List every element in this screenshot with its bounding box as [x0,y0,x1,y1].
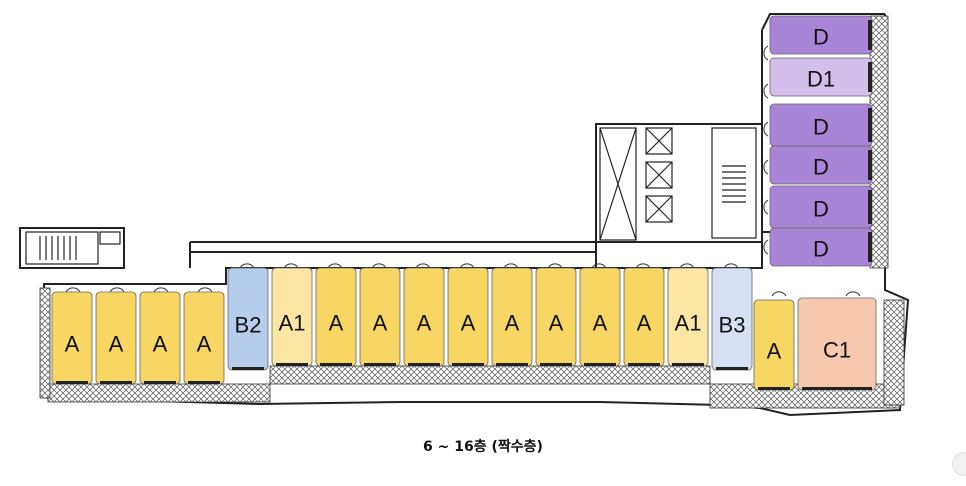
elevator-shaft-1 [599,127,637,241]
door-swings [65,45,861,297]
unit-label: A [109,332,124,357]
facade-south-1 [47,383,271,403]
unit-window-bar [100,381,132,384]
unit-label: A1 [675,311,702,336]
unit-window-bar [452,363,484,366]
unit-label: A [329,311,344,336]
unit-label: D [813,115,829,140]
unit-c1-17: C1 [797,297,877,391]
unit-window-bar [868,108,872,142]
unit-window-bar [802,387,872,390]
stair-treads [722,165,746,203]
unit-a-3: A [183,291,225,385]
unit-label: A [373,311,388,336]
left-utility-box [99,231,121,245]
elevator-2-cross [645,161,673,189]
unit-a-12: A [579,267,621,367]
unit-window-bar [408,363,440,366]
elevator-1-cross [645,127,673,155]
corridor-outline [189,241,597,268]
facade-east-tower [869,15,889,269]
unit-window-bar [584,363,616,366]
unit-window-bar [188,381,220,384]
unit-a-2: A [139,291,181,385]
left-stair-outline [19,227,125,269]
unit-label: A [153,332,168,357]
unit-label: D1 [807,67,835,92]
unit-window-bar [868,62,872,92]
elevator-3-cross [645,195,673,223]
unit-a-10: A [491,267,533,367]
unit-a1-5: A1 [271,267,313,367]
unit-label: A [549,311,564,336]
elevator-3 [645,195,673,223]
facade-west [39,287,51,399]
unit-window-bar [716,367,748,370]
unit-d1-19: D1 [769,57,873,97]
unit-a-8: A [403,267,445,367]
unit-window-bar [758,387,790,390]
unit-a-0: A [51,291,93,385]
unit-label: A [417,311,432,336]
unit-window-bar [868,190,872,224]
facade-east-lower [883,299,905,406]
unit-a-11: A [535,267,577,367]
floor-caption: 6 ~ 16층 (짝수층) [423,439,543,455]
unit-window-bar [868,20,872,50]
unit-label: D [813,237,829,262]
unit-d-23: D [769,227,873,267]
elevator-2 [645,161,673,189]
elevator-1 [645,127,673,155]
unit-label: B2 [235,313,262,338]
unit-d-22: D [769,185,873,229]
unit-b2-4: B2 [227,267,269,371]
unit-label: C1 [823,338,851,363]
unit-window-bar [144,381,176,384]
unit-a-7: A [359,267,401,367]
unit-window-bar [364,363,396,366]
core-outline [595,123,763,243]
unit-a1-14: A1 [667,267,709,367]
unit-window-bar [496,363,528,366]
facade-hatching [39,15,905,409]
unit-label: A [593,311,608,336]
stair-left [25,231,99,265]
unit-a-6: A [315,267,357,367]
unit-window-bar [276,363,308,366]
unit-label: A [65,332,80,357]
unit-window-bar [320,363,352,366]
unit-label: A [505,311,520,336]
unit-label: A1 [279,311,306,336]
unit-a-9: A [447,267,489,367]
unit-label: D [813,155,829,180]
unit-label: A [767,339,782,364]
unit-window-bar [56,381,88,384]
unit-label: B3 [719,313,746,338]
unit-window-bar [672,363,704,366]
unit-a-13: A [623,267,665,367]
unit-a-16: A [753,299,795,391]
unit-label: D [813,197,829,222]
unit-d-18: D [769,15,873,55]
unit-b3-15: B3 [711,267,753,371]
stair-core [711,127,757,239]
elevator-shaft-1-cross [599,127,637,241]
unit-a-1: A [95,291,137,385]
unit-label: A [461,311,476,336]
unit-label: A [197,332,212,357]
unit-window-bar [628,363,660,366]
unit-window-bar [868,150,872,180]
unit-window-bar [232,367,264,370]
unit-d-20: D [769,103,873,147]
core [25,127,757,265]
unit-d-21: D [769,145,873,185]
unit-window-bar [540,363,572,366]
unit-label: A [637,311,652,336]
stair-left-treads [39,236,77,260]
facade-south-2 [269,365,711,385]
unit-window-bar [868,232,872,262]
unit-label: D [813,25,829,50]
